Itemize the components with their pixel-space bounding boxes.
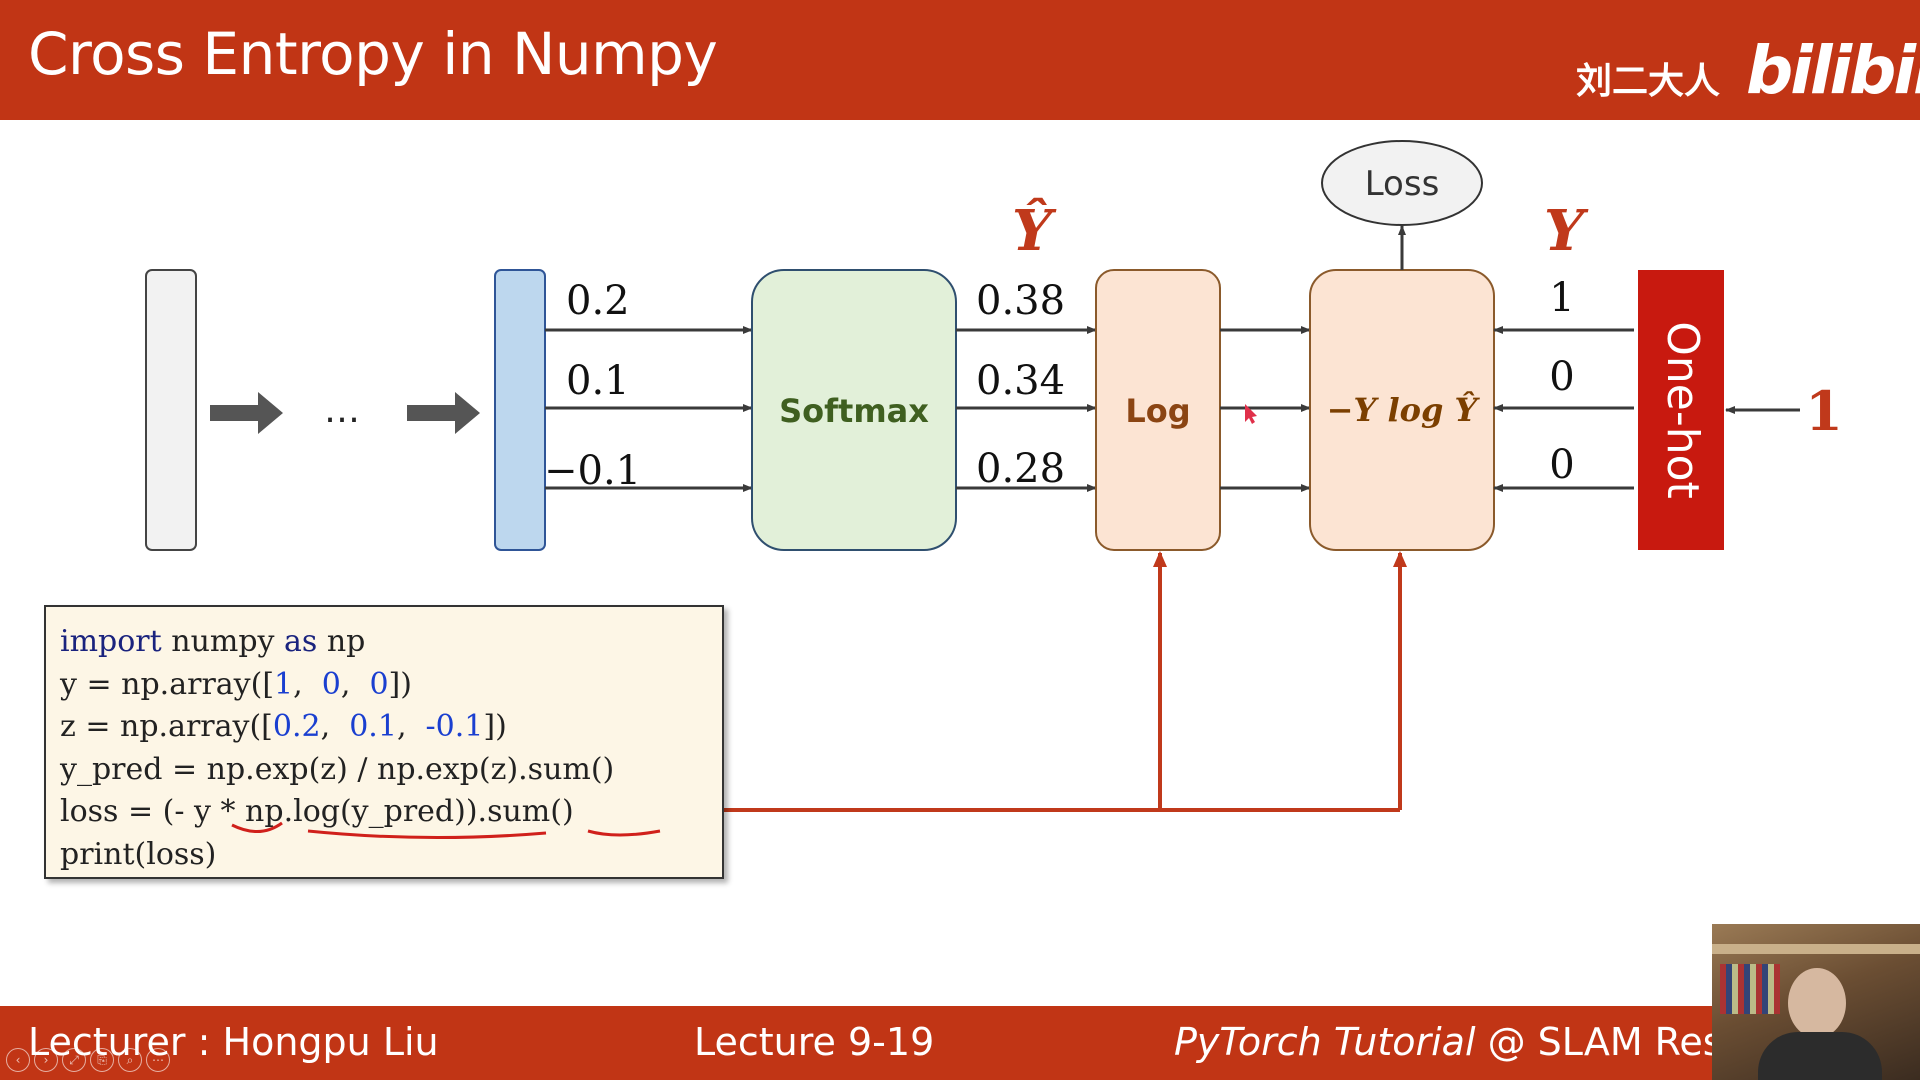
- code-line: z = np.array([0.2, 0.1, -0.1]): [60, 706, 708, 749]
- log-label: Log: [1125, 392, 1190, 430]
- target-value: 1: [1549, 275, 1574, 321]
- lecture-number: Lecture 9-19: [694, 1020, 935, 1064]
- softmax-label: Softmax: [779, 392, 929, 430]
- prob-value: 0.38: [976, 278, 1065, 324]
- code-line: print(loss): [60, 836, 217, 872]
- code-token: ,: [340, 666, 370, 702]
- y-symbol: Y: [1544, 198, 1589, 264]
- logit-value: −0.1: [544, 448, 641, 494]
- author-name: 刘二大人: [1576, 61, 1721, 102]
- code-token: ]): [483, 709, 507, 745]
- softmax-box: [751, 269, 957, 551]
- code-token: y = np.array([: [60, 666, 275, 702]
- code-underlines: [231, 821, 661, 840]
- onehot-box: [1638, 270, 1724, 550]
- course-name: PyTorch Tutorial: [1174, 1020, 1476, 1064]
- target-value: 0: [1549, 354, 1574, 400]
- code-line: y_pred = np.exp(z) / np.exp(z).sum(): [60, 751, 615, 787]
- footer-bar: [0, 1006, 1920, 1080]
- mouse-cursor: [1245, 404, 1257, 424]
- more-icon[interactable]: ⋯: [146, 1048, 170, 1072]
- target-value: 0: [1549, 442, 1574, 488]
- player-controls: ‹ › ⤢ ⎘ ⌕ ⋯: [6, 1048, 170, 1072]
- code-token: import: [60, 624, 162, 659]
- loss-label: Loss: [1365, 164, 1440, 204]
- code-token: -0.1: [425, 709, 484, 745]
- ellipsis: …: [324, 390, 360, 431]
- prob-value: 0.28: [976, 446, 1065, 492]
- bookshelf: [1712, 944, 1920, 954]
- log-box: [1095, 269, 1221, 551]
- logit-value: 0.1: [566, 358, 630, 404]
- expand-icon[interactable]: ⤢: [62, 1048, 86, 1072]
- next-icon[interactable]: ›: [34, 1048, 58, 1072]
- cross-entropy-diagram: … 0.2 0.1 −0.1 Softmax Ŷ 0.38 0.34 0.28 …: [145, 140, 1843, 812]
- bilibili-logo: bilibili: [1746, 32, 1920, 109]
- code-token: as: [284, 624, 318, 659]
- forward-arrow-2: [407, 392, 480, 434]
- code-token: 0: [321, 666, 341, 702]
- logit-layer: [494, 269, 546, 551]
- cross-entropy-label: −Y log Ŷ: [1327, 391, 1481, 429]
- presenter-body: [1758, 1032, 1882, 1080]
- code-token: numpy: [161, 624, 285, 659]
- code-token: 1: [274, 666, 294, 702]
- prev-icon[interactable]: ‹: [6, 1048, 30, 1072]
- copy-icon[interactable]: ⎘: [90, 1048, 114, 1072]
- code-token: ,: [396, 709, 426, 745]
- code-token: 0: [369, 666, 389, 702]
- input-layer: [145, 269, 197, 551]
- webcam-overlay: [1712, 924, 1920, 1080]
- course-label: PyTorch Tutorial @ SLAM Resea: [1174, 1020, 1769, 1064]
- code-token: ,: [293, 666, 322, 702]
- code-token: 0.1: [349, 709, 397, 745]
- code-token: np: [317, 624, 366, 659]
- prob-value: 0.34: [976, 358, 1065, 404]
- code-token: ]): [388, 666, 412, 702]
- forward-arrow-1: [210, 392, 283, 434]
- zoom-icon[interactable]: ⌕: [118, 1048, 142, 1072]
- code-token: z = np.array([: [60, 709, 273, 745]
- code-line: loss = (- y * np.log(y_pred)).sum(): [60, 794, 574, 830]
- slide-title: Cross Entropy in Numpy: [28, 20, 718, 88]
- code-line: import numpy as np: [60, 621, 708, 664]
- code-token: 0.2: [272, 709, 321, 745]
- code-line: y = np.array([1, 0, 0]): [60, 664, 708, 707]
- presenter-head: [1788, 968, 1846, 1038]
- loss-node: [1321, 140, 1483, 226]
- logit-value: 0.2: [566, 278, 630, 324]
- header-bar: [0, 0, 1920, 120]
- code-block: import numpy as np y = np.array([1, 0, 0…: [44, 605, 724, 879]
- code-token: ,: [320, 709, 350, 745]
- onehot-label: One-hot: [1657, 321, 1708, 499]
- class-index: 1: [1805, 379, 1843, 443]
- books: [1720, 964, 1780, 1014]
- y-hat-symbol: Ŷ: [1012, 197, 1057, 264]
